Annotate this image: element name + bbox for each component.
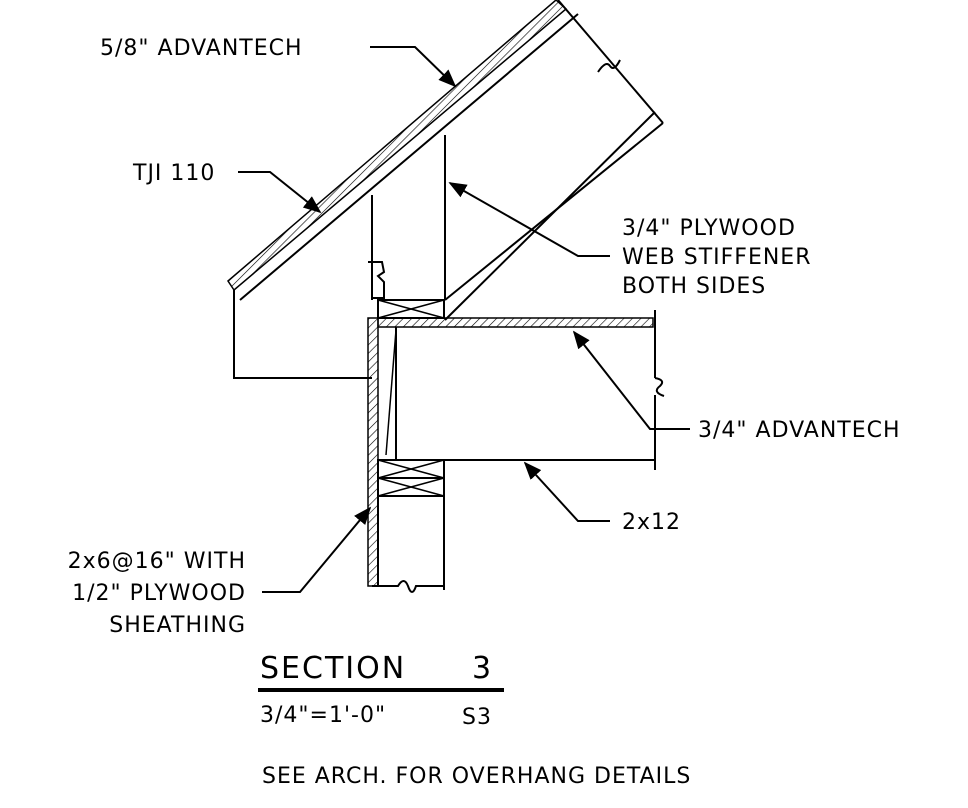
rafter-break-mark (597, 59, 621, 73)
title-block: SECTION 3 3/4"=1'-0" S3 (258, 651, 504, 730)
top-plate-block (377, 299, 445, 319)
section-scale: 3/4"=1'-0" (260, 703, 386, 728)
hanger-clip (368, 261, 386, 299)
wall-assembly (367, 317, 445, 593)
label-floor-sheathing: 3/4" ADVANTECH (698, 418, 901, 443)
label-stiffener-line2: WEB STIFFENER (622, 245, 811, 270)
label-stiffener-line3: BOTH SIDES (622, 274, 766, 299)
wall-sheathing (367, 317, 379, 587)
leaders (238, 46, 690, 593)
rafter-flange-line (444, 111, 656, 321)
label-rafter: TJI 110 (132, 161, 215, 186)
label-wall-line3: SHEATHING (109, 613, 246, 638)
sheet-number: S3 (462, 705, 492, 730)
rafter-end-line (557, 0, 664, 124)
rafter-bottom-chord (233, 290, 372, 379)
section-title: SECTION (260, 651, 406, 686)
floor-joist (385, 310, 665, 470)
label-joist: 2x12 (622, 510, 681, 535)
rafter-top-line (239, 13, 579, 301)
overhang-note: SEE ARCH. FOR OVERHANG DETAILS (262, 764, 691, 789)
label-wall-line2: 1/2" PLYWOOD (72, 581, 246, 606)
label-stiffener-line1: 3/4" PLYWOOD (622, 216, 796, 241)
label-roof-sheathing: 5/8" ADVANTECH (100, 36, 303, 61)
wall-break-mark (372, 580, 444, 593)
label-wall-line1: 2x6@16" WITH (68, 549, 246, 574)
roof-assembly (227, 0, 664, 379)
web-stiffener (371, 135, 446, 300)
floor-sheathing (377, 317, 654, 328)
section-number: 3 (472, 651, 493, 686)
